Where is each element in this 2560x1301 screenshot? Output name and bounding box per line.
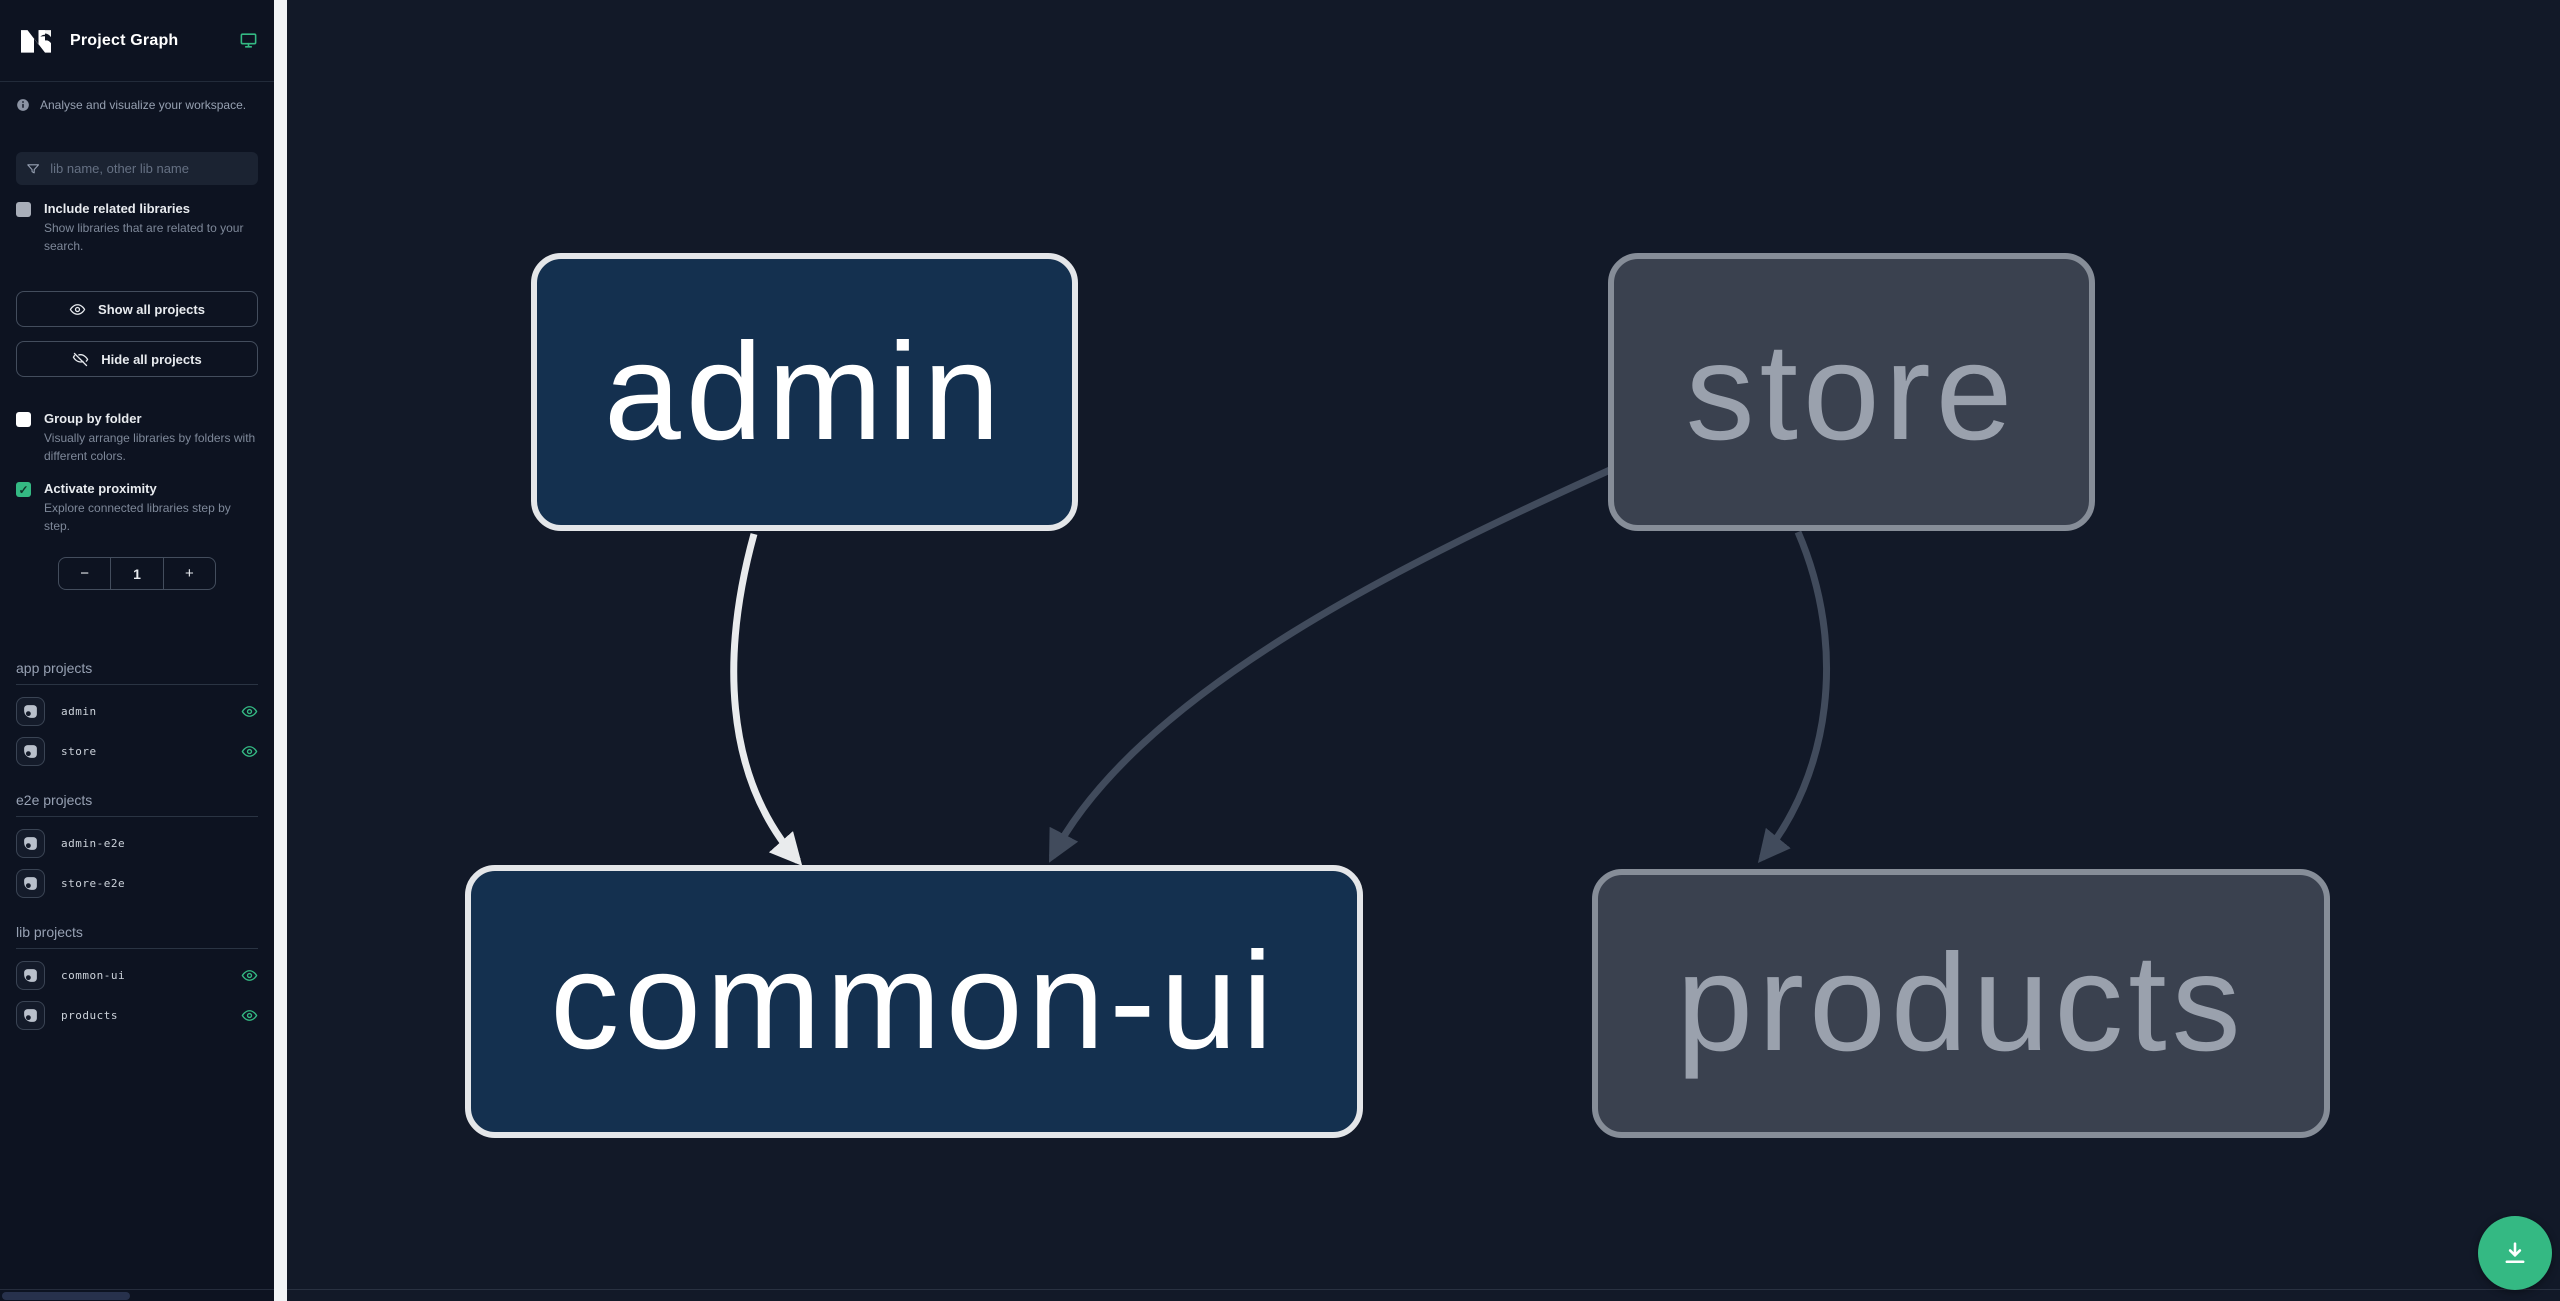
horizontal-scrollbar — [0, 1289, 2560, 1301]
focus-pin-icon — [24, 969, 37, 982]
option-include-related: Include related libraries Show libraries… — [0, 185, 274, 255]
project-visibility-toggle[interactable] — [241, 703, 258, 720]
project-section: app projects admin store — [16, 660, 258, 767]
activate-proximity-label: Activate proximity — [44, 481, 157, 497]
horizontal-scrollbar-thumb[interactable] — [2, 1292, 130, 1300]
project-name: admin-e2e — [61, 837, 126, 851]
eye-off-icon — [72, 352, 89, 366]
edge-store-to-products[interactable] — [1757, 530, 1831, 863]
project-list-item[interactable]: store — [16, 737, 258, 767]
filter-funnel-icon — [27, 163, 40, 173]
project-name: common-ui — [61, 969, 126, 983]
project-name: admin — [61, 705, 97, 719]
project-visibility-toggle[interactable] — [241, 967, 258, 984]
include-related-label: Include related libraries — [44, 201, 190, 216]
download-graph-button[interactable] — [2478, 1216, 2552, 1290]
graph-node-label: products — [1676, 926, 2246, 1080]
project-list-item[interactable]: store-e2e — [16, 869, 258, 899]
project-focus-button[interactable] — [16, 737, 45, 767]
project-visibility-toggle[interactable] — [241, 1007, 258, 1024]
section-title: app projects — [16, 660, 258, 686]
project-name: products — [61, 1009, 118, 1023]
edge-store-to-common-ui[interactable] — [1048, 466, 1612, 863]
project-name: store — [61, 745, 97, 759]
section-title: lib projects — [16, 924, 258, 950]
focus-pin-icon — [24, 745, 37, 758]
proximity-value[interactable]: 1 — [110, 558, 162, 590]
eye-icon — [241, 746, 258, 758]
hide-all-projects-button[interactable]: Hide all projects — [16, 341, 258, 378]
project-list-item[interactable]: admin-e2e — [16, 829, 258, 859]
project-focus-button[interactable] — [16, 869, 45, 899]
focus-pin-icon — [24, 705, 37, 718]
group-by-folder-label: Group by folder — [44, 411, 142, 427]
nx-logo — [21, 29, 51, 53]
activate-proximity-description: Explore connected libraries step by step… — [44, 501, 231, 533]
project-focus-button[interactable] — [16, 829, 45, 859]
download-icon — [2505, 1242, 2525, 1264]
project-list-item[interactable]: products — [16, 1001, 258, 1031]
project-focus-button[interactable] — [16, 697, 45, 727]
group-by-folder-description: Visually arrange libraries by folders wi… — [44, 431, 256, 463]
eye-icon — [241, 970, 258, 982]
proximity-decrement-button[interactable]: − — [80, 565, 90, 583]
include-related-checkbox[interactable] — [16, 202, 31, 217]
graph-node-label: common-ui — [550, 924, 1278, 1078]
edge-admin-to-common-ui[interactable] — [730, 533, 803, 866]
sidebar-header: Project Graph — [0, 0, 274, 82]
option-activate-proximity: ✓ Activate proximity Explore connected l… — [0, 465, 274, 535]
monitor-icon[interactable] — [239, 31, 258, 50]
show-all-projects-label: Show all projects — [98, 301, 205, 317]
focus-pin-icon — [24, 1009, 37, 1022]
sidebar: Project Graph Analyse and visualize your… — [0, 0, 274, 1301]
graph-node-products[interactable]: products — [1592, 869, 2330, 1138]
tagline: Analyse and visualize your workspace. — [0, 82, 274, 122]
project-visibility-toggle[interactable] — [241, 743, 258, 760]
include-related-description: Show libraries that are related to your … — [44, 221, 244, 253]
focus-pin-icon — [24, 837, 37, 850]
search-box — [16, 152, 258, 185]
graph-node-label: store — [1685, 314, 2018, 469]
activate-proximity-checkbox[interactable]: ✓ — [16, 482, 31, 498]
page-title: Project Graph — [70, 31, 179, 49]
tagline-text: Analyse and visualize your workspace. — [40, 98, 247, 112]
graph-node-common-ui[interactable]: common-ui — [465, 865, 1363, 1138]
graph-node-label: admin — [604, 314, 1005, 469]
eye-icon — [241, 706, 258, 718]
option-group-by-folder: Group by folder Visually arrange librari… — [0, 377, 274, 465]
proximity-stepper: − 1 + — [58, 557, 216, 591]
eye-icon — [241, 1010, 258, 1022]
panel-resizer-handle[interactable] — [274, 0, 287, 1301]
eye-icon — [69, 303, 86, 315]
show-all-projects-button[interactable]: Show all projects — [16, 291, 258, 328]
proximity-increment-button[interactable]: + — [162, 558, 215, 590]
graph-node-store[interactable]: store — [1608, 253, 2095, 531]
focus-pin-icon — [24, 877, 37, 890]
section-title: e2e projects — [16, 792, 258, 818]
project-list-item[interactable]: admin — [16, 697, 258, 727]
group-by-folder-checkbox[interactable] — [16, 412, 31, 428]
hide-all-projects-label: Hide all projects — [101, 351, 202, 367]
project-list-item[interactable]: common-ui — [16, 961, 258, 991]
project-name: store-e2e — [61, 877, 126, 891]
project-section: e2e projects admin-e2e store-e2e — [16, 792, 258, 899]
project-sections: app projects admin store e2e projects admin-… — [0, 660, 274, 1031]
project-focus-button[interactable] — [16, 961, 45, 991]
search-input[interactable] — [50, 161, 248, 176]
project-focus-button[interactable] — [16, 1001, 45, 1031]
project-section: lib projects common-ui products — [16, 924, 258, 1031]
graph-node-admin[interactable]: admin — [531, 253, 1078, 531]
info-icon — [17, 99, 29, 111]
